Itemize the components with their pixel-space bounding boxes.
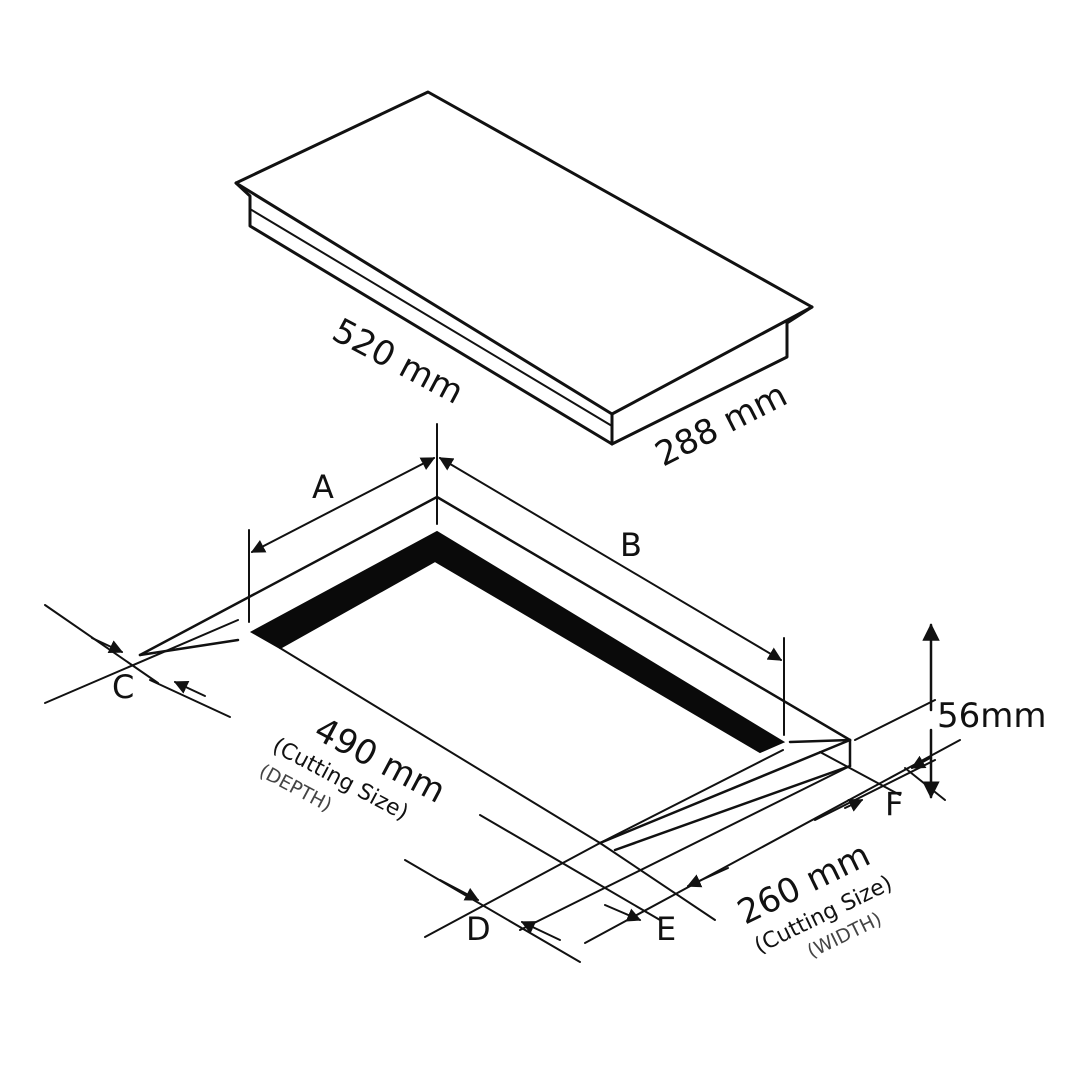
width-label-group: 260 mm (Cutting Size) (WIDTH) <box>731 835 896 963</box>
dim-f-arrow-right <box>910 755 931 769</box>
dim-d-arrow-left <box>439 879 480 901</box>
dim-c-extension-right <box>149 679 231 718</box>
dim-d-arrow-right <box>520 921 561 941</box>
dim-c-label: C <box>112 668 134 706</box>
dim-e-extension-b <box>519 765 851 931</box>
countertop-front-bottom <box>613 764 852 852</box>
countertop-corner-top <box>788 738 852 744</box>
countertop <box>138 495 852 852</box>
dim-a-line <box>250 457 436 553</box>
hob-front-edge <box>234 181 614 446</box>
hob-side-edge <box>610 305 814 446</box>
dim-d-extension-b <box>424 842 601 938</box>
cutout-front-left-edge <box>279 647 601 844</box>
dim-e-extension-a <box>479 814 661 921</box>
dim-c-extension-top <box>44 604 159 684</box>
hob-appliance <box>234 90 814 446</box>
dim-f-extension-side <box>819 751 901 796</box>
cutout-front-right-edge <box>599 749 784 844</box>
depth-label-group: 490 mm (Cutting Size) (DEPTH) <box>255 710 451 826</box>
dim-f-extension-bottom <box>814 759 936 821</box>
countertop-front-top <box>598 738 852 845</box>
height-label: 56mm <box>937 696 1047 736</box>
dimension-c <box>44 604 239 718</box>
dimension-a-b <box>248 423 785 736</box>
countertop-right-edge <box>435 495 852 742</box>
dim-e-arrow-right <box>686 867 729 888</box>
dim-f-extension-top <box>854 699 936 741</box>
dim-b-label: B <box>620 526 642 564</box>
dim-f-extension-right <box>904 767 946 801</box>
dim-e-extension-c <box>599 842 716 921</box>
dim-d-extension-a <box>404 859 581 963</box>
dim-e-label: E <box>656 910 676 948</box>
dim-e-arrow-left <box>604 904 642 922</box>
dim-d-label: D <box>466 910 491 948</box>
dim-f-label: F <box>885 785 903 823</box>
dim-a-label: A <box>312 468 334 506</box>
dim-c-arrow-right <box>173 680 206 697</box>
dim-width-extension <box>584 739 961 944</box>
dim-b-line <box>438 457 783 661</box>
dimension-d-e <box>404 739 961 963</box>
dim-c-arrow-left <box>91 637 124 654</box>
dim-c-extension-bottom <box>44 619 239 704</box>
hob-base-line <box>249 208 613 427</box>
countertop-left-front <box>138 638 240 657</box>
hob-length-label: 520 mm <box>326 311 470 413</box>
dimension-f-height <box>814 623 946 821</box>
cutout-recess-band <box>249 530 786 754</box>
dim-f-arrow-left <box>844 799 864 812</box>
